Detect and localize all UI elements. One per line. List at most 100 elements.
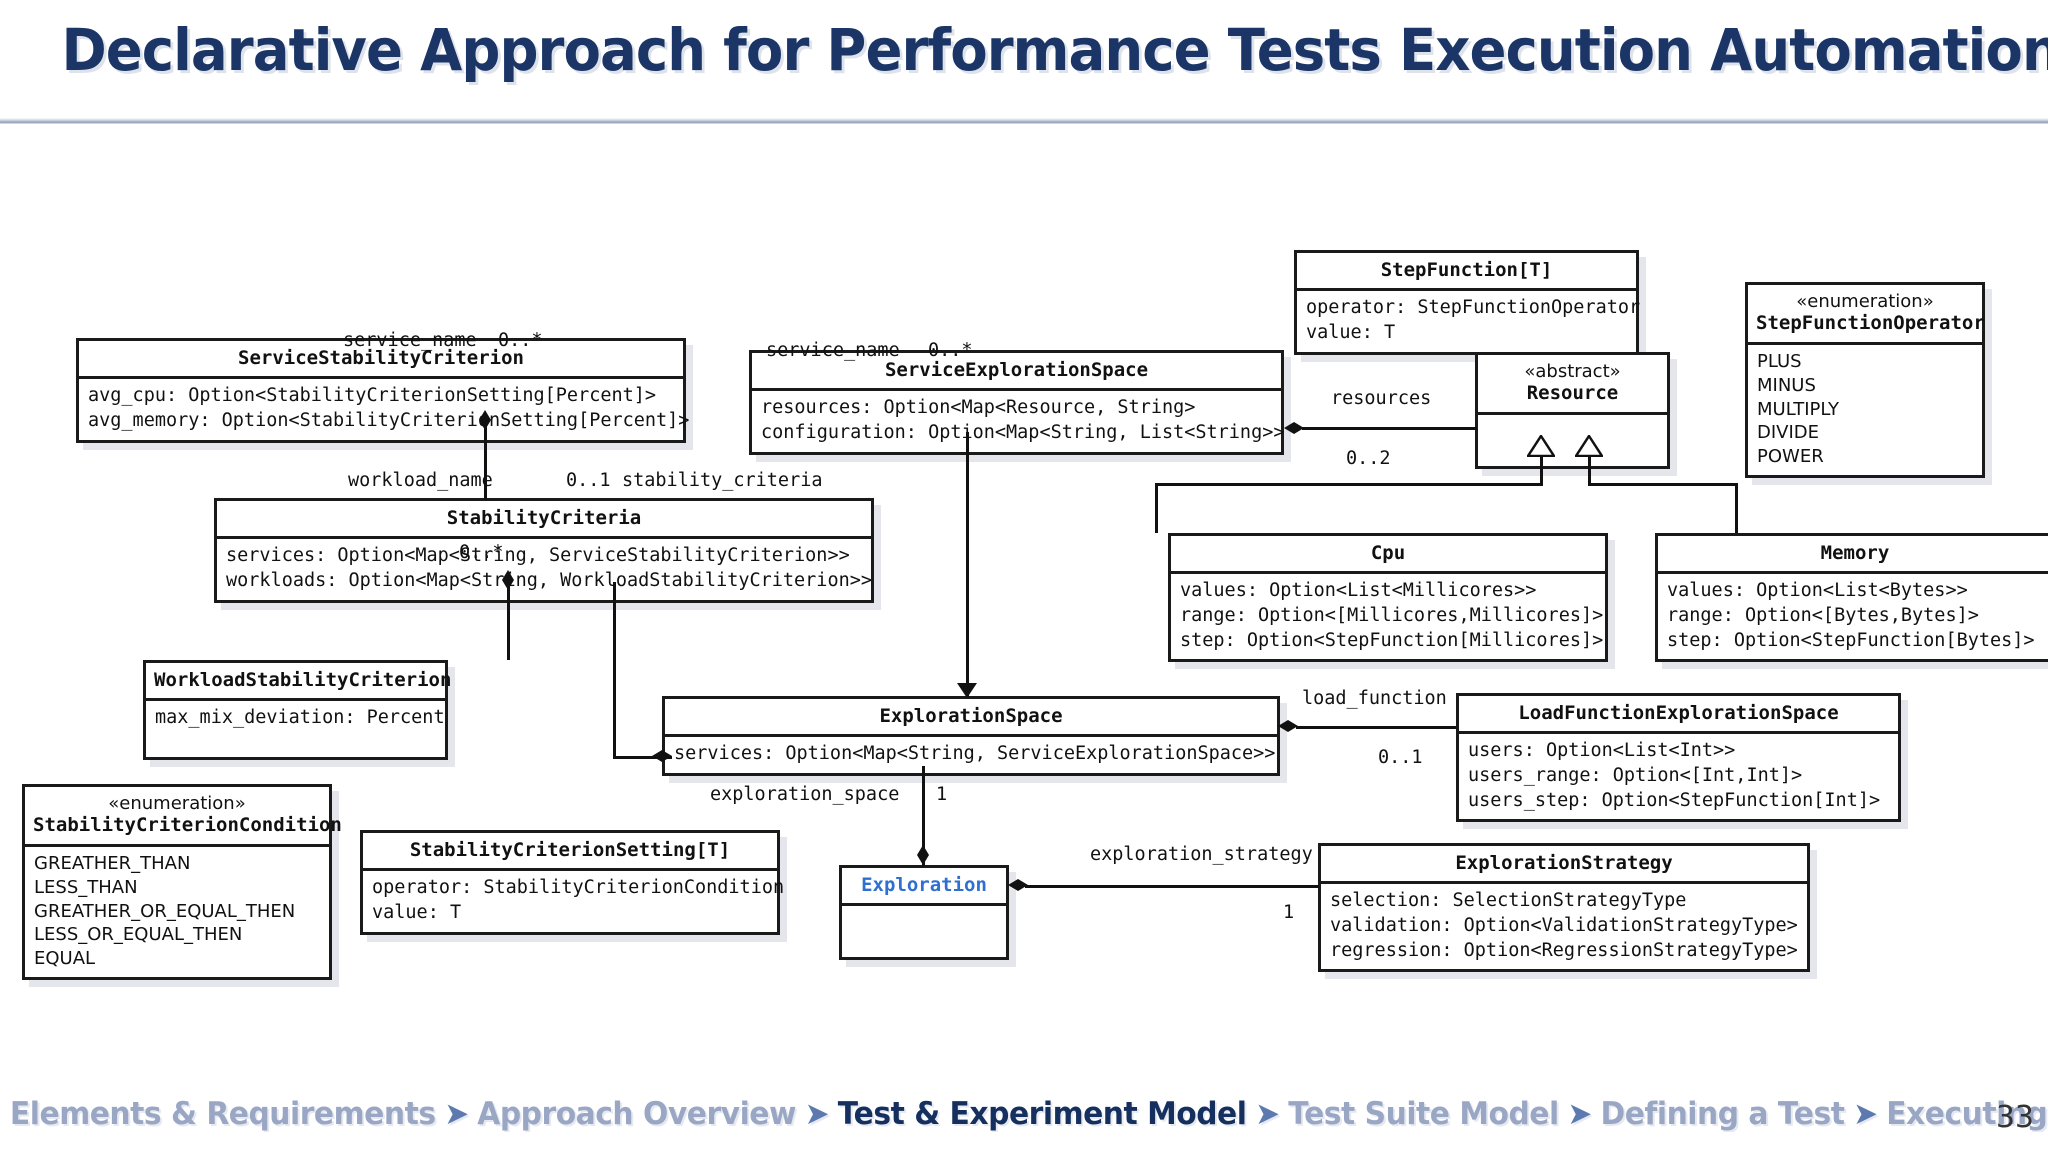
attribute-list: avg_cpu: Option<StabilityCriterionSettin… [79, 379, 689, 439]
attribute: configuration: Option<Map<String, List<S… [761, 422, 1285, 443]
enum-literal: POWER [1757, 446, 1824, 468]
attribute: users: Option<List<Int>> [1468, 740, 1736, 762]
enum-literal: DIVIDE [1757, 422, 1820, 444]
attribute: range: Option<[Bytes,Bytes]> [1667, 605, 1979, 626]
edge-exploration-space [922, 766, 925, 866]
edge-multiplicity-exploration-strategy: 1 [1283, 902, 1295, 923]
edge-memory-gen-upper [1588, 455, 1591, 485]
edge-multiplicity-workload: 0..* [459, 542, 504, 563]
enum-literal: PLUS [1757, 350, 1802, 372]
enum-literal: GREATHER_OR_EQUAL_THEN [34, 900, 296, 922]
attribute: users_step: Option<StepFunction[Int]> [1468, 789, 1881, 811]
edge-load-function [1296, 726, 1456, 729]
attribute: resources: Option<Map<Resource, String> [761, 397, 1196, 419]
attribute: selection: SelectionStrategyType [1330, 890, 1687, 912]
attribute-list: users: Option<List<Int>> users_range: Op… [1459, 734, 1898, 819]
enum-literal: GREATHER_THAN [34, 852, 191, 874]
breadcrumb-item[interactable]: Elements & Requirements [9, 1096, 436, 1132]
enum-step-function-operator[interactable]: «enumeration» StepFunctionOperator PLUS … [1745, 282, 1985, 479]
composition-diamond [1278, 720, 1298, 732]
divider [1297, 288, 1636, 292]
attribute: operator: StepFunctionOperator [1306, 297, 1641, 319]
breadcrumb-item[interactable]: Defining a Test [1600, 1096, 1845, 1132]
class-load-function-exploration-space[interactable]: LoadFunctionExplorationSpace users: Opti… [1456, 693, 1901, 823]
page-number: 33 [1995, 1100, 2034, 1135]
attribute: step: Option<StepFunction[Bytes]> [1667, 629, 2035, 651]
attribute: values: Option<List<Millicores>> [1180, 580, 1537, 602]
chevron-right-icon: ➤ [1567, 1096, 1592, 1132]
edge-exploration-strategy [1025, 885, 1319, 888]
breadcrumb-item[interactable]: Test Suite Model [1288, 1096, 1559, 1132]
attribute-list: selection: SelectionStrategyType validat… [1321, 884, 1807, 969]
class-name: «abstract» Resource [1478, 355, 1667, 412]
attribute-list: services: Option<Map<String, ServiceStab… [217, 539, 872, 599]
class-exploration-strategy[interactable]: ExplorationStrategy selection: Selection… [1318, 843, 1810, 973]
edge-label-service-name-right: service_name [766, 340, 900, 361]
breadcrumb-item[interactable]: Test & Experiment Model [837, 1096, 1247, 1132]
attribute-list: services: Option<Map<String, ServiceExpl… [665, 737, 1277, 773]
class-name: ExplorationSpace [879, 705, 1063, 727]
class-service-stability-criterion[interactable]: ServiceStabilityCriterion avg_cpu: Optio… [76, 338, 689, 443]
attribute-list: resources: Option<Map<Resource, String> … [752, 391, 1285, 451]
class-memory[interactable]: Memory values: Option<List<Bytes>> range… [1655, 533, 2048, 663]
attribute: max_mix_deviation: Percent [155, 707, 445, 729]
edge-multiplicity-right: 0..* [928, 340, 973, 361]
divider [665, 734, 1277, 738]
edge-cpu-gen-horizontal [1155, 483, 1543, 486]
class-resource[interactable]: «abstract» Resource [1475, 352, 1670, 469]
generalization-triangle-memory [1573, 433, 1605, 458]
breadcrumb-item[interactable]: Approach Overview [477, 1096, 797, 1132]
attribute-list: operator: StabilityCriterionCondition va… [363, 871, 784, 931]
edge-label-resources: resources [1331, 388, 1432, 409]
attribute: step: Option<StepFunction[Millicores]> [1180, 629, 1604, 651]
attribute-list [842, 906, 1006, 957]
composition-diamond [652, 750, 672, 762]
divider [842, 903, 1006, 907]
edge-cpu-gen-upper [1540, 455, 1543, 485]
edge-resources [1302, 427, 1477, 430]
enum-literal: LESS_OR_EQUAL_THEN [34, 924, 243, 946]
edge-exploration-stability-vertical [613, 582, 616, 759]
class-stability-criterion-setting[interactable]: StabilityCriterionSetting[T] operator: S… [360, 830, 784, 935]
class-service-exploration-space[interactable]: ServiceExplorationSpace resources: Optio… [749, 350, 1284, 455]
class-name: «enumeration» StabilityCriterionConditio… [25, 787, 342, 844]
edge-multiplicity-stability-criteria: 0..1 [566, 470, 611, 491]
divider [1321, 881, 1807, 885]
class-workload-stability-criterion[interactable]: WorkloadStabilityCriterion max_mix_devia… [143, 660, 452, 760]
edge-multiplicity-load-function: 0..1 [1378, 747, 1423, 768]
attribute: validation: Option<ValidationStrategyTyp… [1330, 915, 1798, 936]
class-exploration-space[interactable]: ExplorationSpace services: Option<Map<St… [662, 696, 1280, 776]
edge-multiplicity-exploration-space: 1 [936, 784, 948, 805]
class-name: WorkloadStabilityCriterion [154, 669, 452, 691]
divider [1459, 731, 1898, 735]
breadcrumb-item[interactable]: Executing a Test [1886, 1096, 2048, 1132]
edge-label-stability-criteria: stability_criteria [622, 470, 823, 491]
composition-diamond [1008, 879, 1028, 891]
attribute: users_range: Option<[Int,Int]> [1468, 765, 1803, 786]
attribute: services: Option<Map<String, ServiceStab… [226, 545, 850, 567]
class-step-function[interactable]: StepFunction[T] operator: StepFunctionOp… [1294, 250, 1641, 355]
class-exploration[interactable]: Exploration [839, 865, 1009, 961]
literal-list: GREATHER_THAN LESS_THAN GREATHER_OR_EQUA… [25, 847, 329, 978]
enum-literal: LESS_THAN [34, 876, 138, 898]
class-name: StabilityCriterionSetting[T] [409, 839, 731, 861]
edge-cpu-gen-lower [1155, 483, 1158, 533]
enum-stability-criterion-condition[interactable]: «enumeration» StabilityCriterionConditio… [22, 784, 342, 981]
chevron-right-icon: ➤ [804, 1096, 830, 1132]
composition-diamond [502, 570, 514, 590]
enum-literal: MULTIPLY [1757, 398, 1840, 420]
class-stability-criteria[interactable]: StabilityCriteria services: Option<Map<S… [214, 498, 874, 603]
edge-label-load-function: load_function [1302, 688, 1447, 709]
divider [1658, 571, 2048, 575]
chevron-right-icon: ➤ [1255, 1096, 1280, 1132]
divider [1748, 341, 1982, 345]
edge-multiplicity-left: 0..* [498, 330, 543, 351]
edge-service-exploration-vertical [966, 432, 969, 698]
attribute: avg_cpu: Option<StabilityCriterionSettin… [88, 385, 657, 407]
class-cpu[interactable]: Cpu values: Option<List<Millicores>> ran… [1168, 533, 1608, 663]
stereotype-label: «abstract» [1524, 361, 1621, 382]
attribute-list [1478, 415, 1667, 466]
class-name: StepFunction[T] [1380, 259, 1553, 281]
edge-stability-criteria-workload [507, 582, 510, 660]
literal-list: PLUS MINUS MULTIPLY DIVIDE POWER [1748, 345, 1982, 476]
